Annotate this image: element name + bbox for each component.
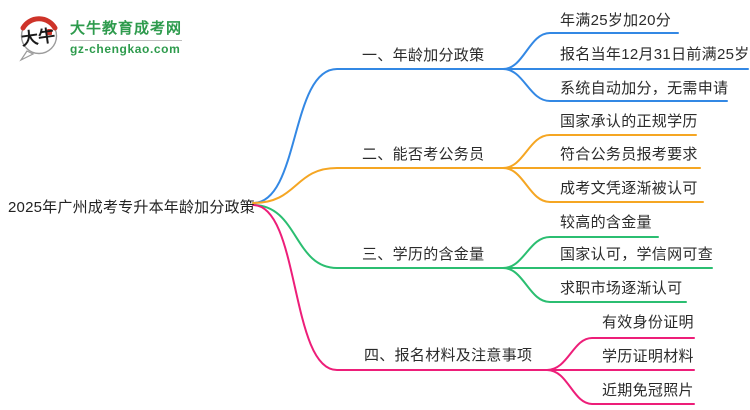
leaf-node: 有效身份证明 bbox=[602, 314, 694, 331]
leaf-node: 系统自动加分，无需申请 bbox=[560, 80, 729, 97]
branch3-main-line bbox=[252, 204, 504, 269]
logo-mark-text: 大牛 bbox=[20, 25, 56, 50]
branch2-leaf3-line bbox=[502, 167, 704, 203]
branch-node-age-bonus-policy: 一、年龄加分政策 bbox=[362, 47, 485, 64]
branch2-leaf1-line bbox=[502, 134, 697, 169]
branch1-leaf3-line bbox=[502, 68, 728, 102]
branch-node-registration-materials: 四、报名材料及注意事项 bbox=[364, 347, 533, 364]
branch-node-civil-servant-exam: 二、能否考公务员 bbox=[362, 146, 485, 163]
branch4-main-line bbox=[252, 204, 548, 371]
branch3-leaf1-line bbox=[502, 236, 659, 269]
branch2-main-line bbox=[252, 167, 504, 204]
leaf-node: 年满25岁加20分 bbox=[560, 12, 672, 29]
leaf-node: 国家承认的正规学历 bbox=[560, 113, 698, 130]
leaf-node: 成考文凭逐渐被认可 bbox=[560, 180, 698, 197]
leaf-node: 近期免冠照片 bbox=[602, 382, 694, 399]
leaf-node: 报名当年12月31日前满25岁 bbox=[560, 46, 750, 63]
site-logo: 大牛 大牛教育成考网 gz-chengkao.com bbox=[14, 10, 183, 62]
branch3-leaf3-line bbox=[502, 267, 687, 303]
branch4-leaf1-line bbox=[546, 337, 695, 371]
leaf-node: 学历证明材料 bbox=[602, 348, 694, 365]
leaf-node: 求职市场逐渐认可 bbox=[560, 280, 683, 297]
root-node: 2025年广州成考专升本年龄加分政策 bbox=[8, 199, 255, 216]
leaf-node: 符合公务员报考要求 bbox=[560, 146, 698, 163]
branch-node-degree-value: 三、学历的含金量 bbox=[362, 246, 485, 263]
speech-bubble-logo-icon: 大牛 bbox=[19, 16, 58, 62]
logo-text-block: 大牛教育成考网 gz-chengkao.com bbox=[70, 17, 183, 56]
branch1-leaf1-line bbox=[502, 32, 679, 70]
branch4-leaf3-line bbox=[546, 369, 695, 405]
logo-title: 大牛教育成考网 bbox=[70, 17, 183, 41]
leaf-node: 国家认可，学信网可查 bbox=[560, 246, 714, 263]
leaf-node: 较高的含金量 bbox=[560, 214, 652, 231]
branch1-main-line bbox=[252, 68, 504, 204]
logo-url: gz-chengkao.com bbox=[70, 41, 181, 56]
